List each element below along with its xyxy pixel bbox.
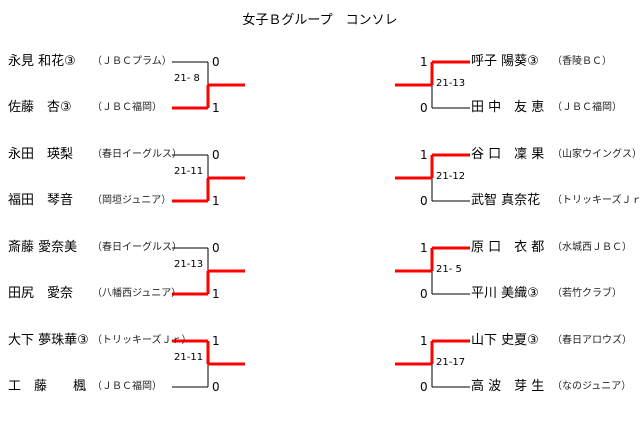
match-result: 1: [420, 55, 428, 69]
player-team: （ＪＢＣ福岡）: [552, 102, 622, 113]
player-team: （若竹クラブ）: [552, 288, 622, 299]
player-team: （八幡西ジュニア）: [92, 288, 182, 299]
match-result: 1: [212, 334, 220, 348]
match-result: 0: [212, 148, 220, 162]
player-name: 永田 瑛梨: [8, 147, 74, 162]
player-name: 田尻 愛奈: [8, 286, 74, 301]
player-team: （岡垣ジュニア）: [92, 195, 172, 206]
player-name: 田 中 友 恵: [471, 100, 545, 115]
player-team: （ＪＢＣプラム）: [92, 56, 172, 67]
match-score: 21-13: [436, 78, 466, 89]
player-team: （春日イーグルス）: [92, 149, 182, 160]
player-name: 佐藤 杏③: [8, 100, 72, 115]
match-score: 21-11: [174, 352, 204, 363]
match-result: 0: [420, 287, 428, 301]
player-team: （ＪＢＣ福岡）: [92, 381, 162, 392]
player-team: （水城西ＪＢＣ）: [552, 242, 632, 253]
match-result: 0: [420, 380, 428, 394]
match-result: 1: [212, 194, 220, 208]
player-name: 斎藤 愛奈美: [8, 240, 78, 255]
player-team: （香陵ＢＣ）: [552, 56, 612, 67]
match-score: 21- 5: [436, 264, 462, 275]
player-team: （なのジュニア）: [552, 381, 632, 392]
page-title: 女子Ｂグループ コンソレ: [242, 13, 398, 28]
player-team: （春日イーグルス）: [92, 242, 182, 253]
player-name: 平川 美織③: [471, 286, 539, 301]
match-score: 21-11: [174, 166, 204, 177]
player-name: 永見 和花③: [8, 54, 76, 69]
match-result: 1: [212, 101, 220, 115]
player-name: 工 藤 楓: [8, 379, 87, 394]
match-score: 21-17: [436, 357, 466, 368]
match-result: 1: [420, 148, 428, 162]
match-result: 0: [420, 194, 428, 208]
player-team: （トリッキーズＪｒ）: [552, 195, 640, 206]
match-result: 1: [420, 334, 428, 348]
match-result: 0: [420, 101, 428, 115]
player-name: 山下 史夏③: [471, 333, 539, 348]
match-result: 1: [212, 287, 220, 301]
player-team: （ＪＢＣ福岡）: [92, 102, 162, 113]
match-result: 1: [420, 241, 428, 255]
match-result: 0: [212, 380, 220, 394]
player-name: 谷 口 凜 果: [471, 147, 545, 162]
match-score: 21- 8: [174, 73, 200, 84]
match-result: 0: [212, 241, 220, 255]
match-score: 21-12: [436, 171, 466, 182]
player-team: （トリッキーズＪｒ）: [92, 335, 192, 346]
player-team: （春日アロウズ）: [552, 335, 632, 346]
player-team: （山家ウイングス）: [552, 149, 640, 160]
match-result: 0: [212, 55, 220, 69]
player-name: 原 口 衣 都: [471, 240, 545, 255]
player-name: 高 波 芽 生: [471, 379, 545, 394]
player-name: 大下 夢珠華③: [8, 333, 89, 348]
match-score: 21-13: [174, 259, 204, 270]
player-name: 武智 真奈花: [471, 193, 541, 208]
player-name: 呼子 陽葵③: [471, 54, 539, 69]
player-name: 福田 琴音: [8, 193, 74, 208]
